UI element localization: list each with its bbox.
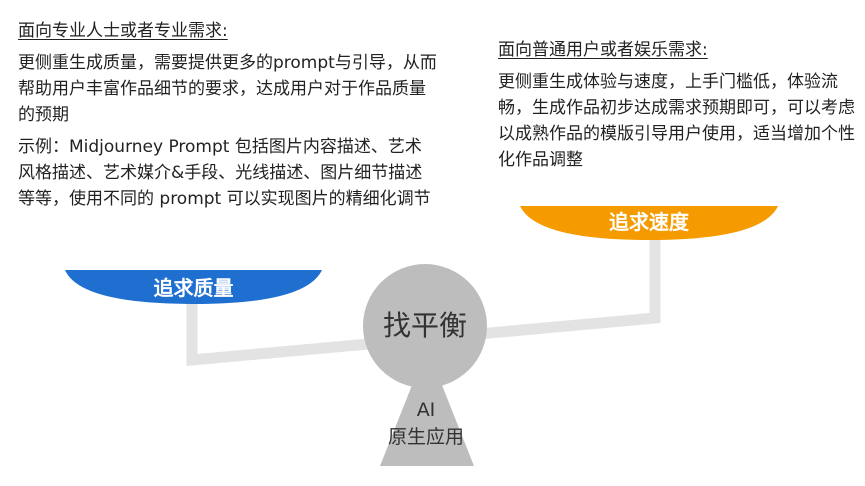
right-heading: 面向普通用户或者娱乐需求: <box>498 40 708 60</box>
right-paragraph-1: 更侧重生成体验与速度，上手门槛低，体验流畅，生成作品初步达成需求预期即可，可以考… <box>498 72 855 170</box>
fulcrum-circle <box>363 264 487 388</box>
base-label-line-1: AI <box>416 399 436 421</box>
speed-pan-label: 追求速度 <box>609 210 689 234</box>
left-heading: 面向专业人士或者专业需求: <box>18 21 228 41</box>
left-text-block: 面向专业人士或者专业需求: 更侧重生成质量，需要提供更多的prompt与引导，从… <box>18 18 438 218</box>
left-pan <box>65 270 322 304</box>
right-text-block: 面向普通用户或者娱乐需求: 更侧重生成体验与速度，上手门槛低，体验流畅，生成作品… <box>498 37 858 179</box>
right-pan <box>520 206 778 240</box>
quality-pan-label: 追求质量 <box>153 276 234 300</box>
scale-base <box>380 370 474 466</box>
left-paragraph-2: 示例：Midjourney Prompt 包括图片内容描述、艺术风格描述、艺术媒… <box>18 137 431 209</box>
fulcrum-label: 找平衡 <box>382 309 467 342</box>
left-paragraph-1: 更侧重生成质量，需要提供更多的prompt与引导，从而帮助用户丰富作品细节的要求… <box>18 53 437 125</box>
base-label-line-2: 原生应用 <box>387 426 464 448</box>
